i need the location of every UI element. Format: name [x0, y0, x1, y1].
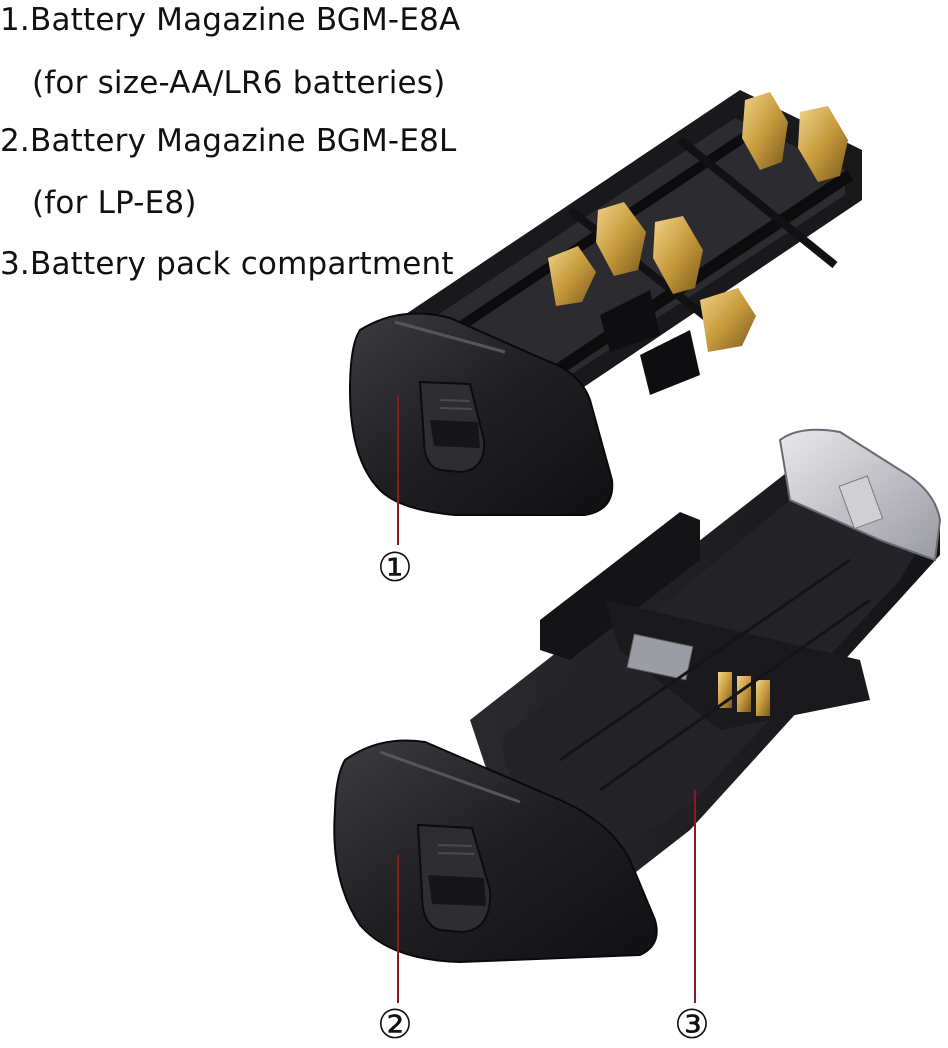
latch-icon: [418, 380, 486, 474]
caption-item-3: 3.Battery pack compartment: [0, 246, 454, 282]
groove: [599, 598, 871, 792]
cross-bar: [605, 600, 870, 730]
groove: [559, 558, 851, 762]
magazine-end-cap-2: [333, 739, 658, 964]
magazine-end-cap: [348, 312, 614, 516]
marker-1: ①: [377, 545, 413, 591]
caption-item-2-detail: (for LP-E8): [32, 185, 197, 221]
caption-item-1-detail: (for size-AA/LR6 batteries): [32, 65, 446, 101]
caption-item-1: 1.Battery Magazine BGM-E8A: [0, 2, 461, 38]
battery-magazine-bgm-e8a: [348, 90, 862, 516]
marker-3: ③: [674, 1002, 710, 1048]
cap-highlight: [394, 320, 506, 354]
metal-latch: [626, 633, 694, 681]
latch-icon: [416, 823, 492, 934]
divider: [677, 136, 838, 269]
cap-highlight-2: [379, 750, 521, 804]
gold-contacts: [548, 92, 848, 352]
raised-block: [540, 512, 700, 660]
marker-2: ②: [377, 1002, 413, 1048]
battery-magazine-bgm-e8l: [333, 428, 942, 964]
caption-item-2: 2.Battery Magazine BGM-E8L: [0, 123, 457, 159]
tab: [640, 330, 700, 395]
tab: [600, 290, 660, 352]
clip-contact: [838, 475, 884, 530]
